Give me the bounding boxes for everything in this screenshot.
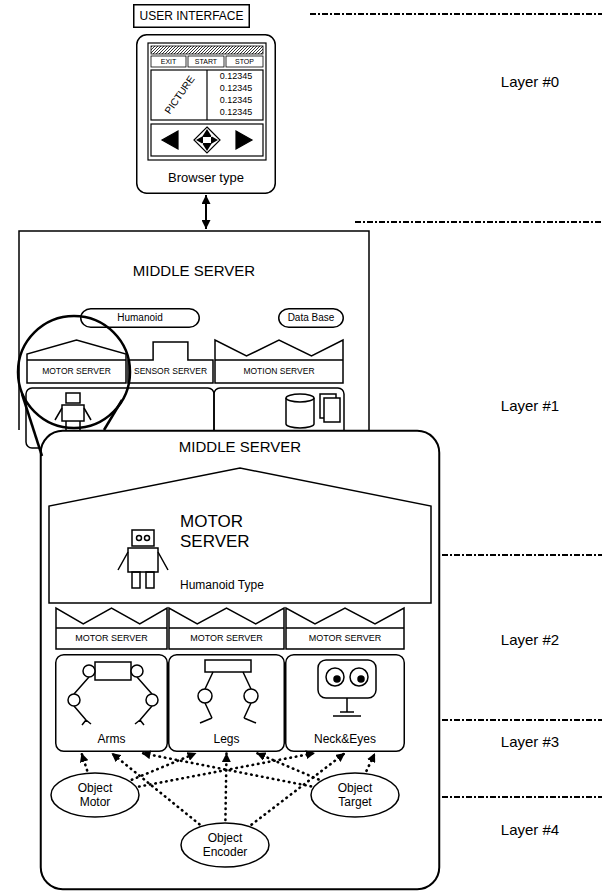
body-part-box: Arms <box>55 654 168 752</box>
dotted-arrow <box>82 753 88 770</box>
layer-label: Layer #0 <box>501 74 559 89</box>
layer-label: Layer #3 <box>501 734 559 749</box>
dotted-arrow <box>367 753 375 771</box>
node-label: Neck&Eyes <box>285 732 405 746</box>
node-outline <box>55 606 168 650</box>
node-label: Object Encoder <box>195 831 255 859</box>
server-tab: MOTOR SERVER <box>55 606 168 650</box>
layer-label: Layer #2 <box>501 632 559 647</box>
node-outline <box>18 230 370 430</box>
module-pill: Humanoid <box>80 308 200 328</box>
node-label: MOTOR SERVER <box>55 633 168 644</box>
middle-server-box: MIDDLE SERVER Humanoid Data BaseMOTOR SERV… <box>18 230 370 430</box>
node-label: Arms <box>55 732 168 746</box>
node-label: USER INTERFACE <box>133 9 250 23</box>
server-tab: MOTOR SERVER <box>168 606 285 650</box>
value-cell: 0.12345 <box>220 96 253 105</box>
node-label: MIDDLE SERVER <box>40 438 440 456</box>
layer-label: Layer #4 <box>501 822 559 837</box>
dotted-arrow <box>257 753 319 779</box>
server-tab: MOTION SERVER <box>214 338 344 384</box>
zoom-lens <box>18 316 130 456</box>
node-label: MIDDLE SERVER <box>18 262 370 280</box>
button-label: EXIT <box>161 58 177 65</box>
node-outline <box>168 606 285 650</box>
double-arrow <box>205 195 207 229</box>
node-label: Legs <box>168 732 285 746</box>
browser-window-mock <box>148 43 266 160</box>
node-label: MOTOR SERVER <box>168 633 285 644</box>
object-ellipse: Object Target <box>310 772 400 818</box>
node-label: Object Target <box>325 781 385 809</box>
object-ellipse: Object Encoder <box>180 822 270 868</box>
motor-server-house: MOTOR SERVER Humanoid Type <box>48 466 432 604</box>
arms-icon <box>68 662 158 725</box>
node-label: MOTION SERVER <box>214 366 344 376</box>
node-label: SENSOR SERVER <box>127 366 214 376</box>
node-label: MOTOR SERVER <box>26 366 127 376</box>
server-tab: MOTOR SERVER <box>26 338 127 384</box>
node-outline <box>214 338 344 384</box>
server-tab: SENSOR SERVER <box>127 338 214 384</box>
node-outline <box>127 338 214 384</box>
zoom-panel: MIDDLE SERVERMOTOR SERVERHumanoid TypeMO… <box>40 430 440 890</box>
button-label: START <box>195 58 217 65</box>
node-label: Object Motor <box>65 781 125 809</box>
layer-label: Layer #1 <box>501 398 559 413</box>
picture-label: PICTURE <box>163 74 196 116</box>
body-part-box: Neck&Eyes <box>285 654 405 752</box>
dotted-arrow <box>225 753 226 820</box>
node-label: Browser type <box>136 170 276 186</box>
legs-icon <box>198 660 258 723</box>
value-cell: 0.12345 <box>220 84 253 93</box>
value-cell: 0.12345 <box>220 108 253 117</box>
zoom-panel-ground <box>40 430 440 890</box>
server-tab: MOTOR SERVER <box>285 606 405 650</box>
node-label: Humanoid <box>80 312 200 324</box>
node-outline <box>285 606 405 650</box>
node-outline <box>26 338 127 384</box>
value-cell: 0.12345 <box>220 72 253 81</box>
body-part-box: Legs <box>168 654 285 752</box>
node-label: MOTOR SERVER <box>285 633 405 644</box>
robot-icon <box>118 530 168 588</box>
node-label: MOTOR SERVER <box>180 512 290 552</box>
dotted-arrow <box>142 753 312 786</box>
neck-eyes-icon <box>318 660 376 716</box>
module-pill: Data Base <box>278 308 344 328</box>
layer-separators <box>310 14 602 797</box>
interface-header-box: USER INTERFACE <box>133 4 250 28</box>
object-ellipse: Object Motor <box>50 772 140 818</box>
node-outline <box>40 430 440 890</box>
node-label: Humanoid Type <box>180 578 320 592</box>
button-label: STOP <box>235 58 254 65</box>
node-label: Data Base <box>278 312 344 324</box>
